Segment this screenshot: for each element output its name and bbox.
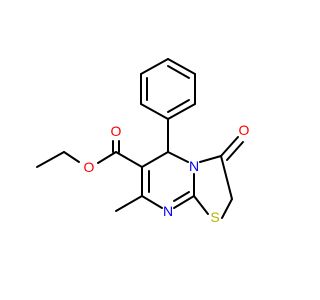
atom-label-sulfur: S bbox=[210, 209, 219, 225]
bond-c6-c-ester bbox=[115, 151, 143, 168]
bond-phenyl-1 bbox=[167, 58, 196, 75]
bond-c3-c2 bbox=[220, 155, 233, 200]
atom-labels: O O O N N S bbox=[84, 122, 250, 225]
background bbox=[0, 0, 300, 300]
atom-label-nitrogen-ring: N bbox=[189, 158, 199, 174]
bond-o-link-ch2 bbox=[63, 151, 80, 163]
bond-n-imine-c8a bbox=[173, 195, 195, 209]
atom-label-oxygen-ester-link: O bbox=[84, 159, 95, 175]
bond-s-c8a bbox=[193, 195, 209, 215]
bond-c3-o-lactam-double bbox=[226, 141, 244, 161]
bond-c-ester-o-link bbox=[97, 151, 117, 164]
bonds bbox=[36, 58, 244, 219]
bond-c7-n-imine bbox=[141, 195, 163, 209]
molecule-structure-diagram: O O O N N S bbox=[0, 0, 300, 300]
atom-label-oxygen-ester-carbonyl: O bbox=[111, 123, 122, 139]
bond-c2-s bbox=[221, 198, 233, 219]
bond-phenyl-3 bbox=[167, 103, 196, 120]
bond-c7-methyl bbox=[115, 195, 143, 212]
bond-n-imine-c8a-double bbox=[173, 191, 190, 202]
atom-label-oxygen-lactam: O bbox=[239, 122, 250, 138]
bond-phenyl-4 bbox=[140, 103, 169, 120]
bond-n-ring-c5 bbox=[167, 151, 189, 163]
bond-c5-c6 bbox=[141, 151, 169, 168]
bond-n-ring-c3 bbox=[199, 155, 222, 163]
bond-phenyl-inner-2 bbox=[167, 99, 190, 113]
bond-c3-o-lactam bbox=[220, 136, 239, 157]
bond-phenyl-inner-1 bbox=[167, 65, 190, 79]
bond-phenyl-6 bbox=[140, 58, 169, 75]
atom-label-nitrogen-imine: N bbox=[163, 203, 173, 219]
bond-ch2-ch3 bbox=[36, 151, 65, 168]
